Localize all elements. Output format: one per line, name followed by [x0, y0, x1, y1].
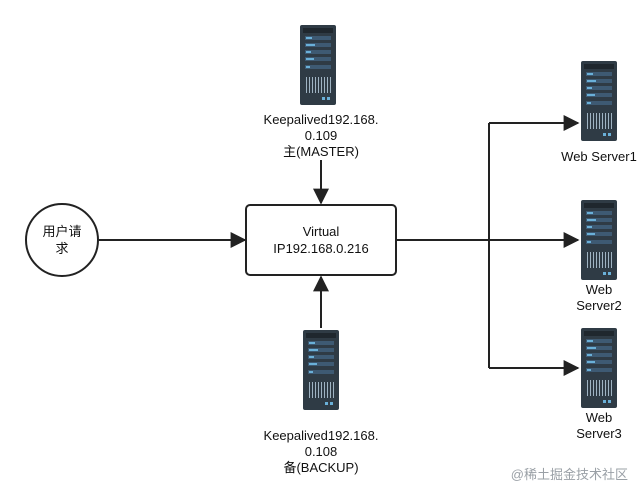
web-server2-label: Web Server2 — [576, 282, 622, 313]
virtual-ip-node — [245, 204, 397, 276]
client-request-label: 用户请 求 — [42, 224, 82, 256]
master-label: Keepalived192.168. 0.109 主(MASTER) — [263, 112, 379, 159]
watermark: @稀土掘金技术社区 — [510, 467, 628, 482]
backup-label: Keepalived192.168. 0.108 备(BACKUP) — [263, 428, 379, 475]
web-server1-icon — [581, 61, 617, 141]
web-server3-icon — [581, 328, 617, 408]
client-request-node — [25, 203, 99, 277]
backup-server-icon — [303, 330, 339, 410]
web-server1-label: Web Server1 — [561, 149, 637, 164]
web-server2-icon — [581, 200, 617, 280]
web-server3-label: Web Server3 — [576, 410, 622, 441]
master-server-icon — [300, 25, 336, 105]
virtual-ip-label: Virtual IP192.168.0.216 — [273, 224, 369, 256]
